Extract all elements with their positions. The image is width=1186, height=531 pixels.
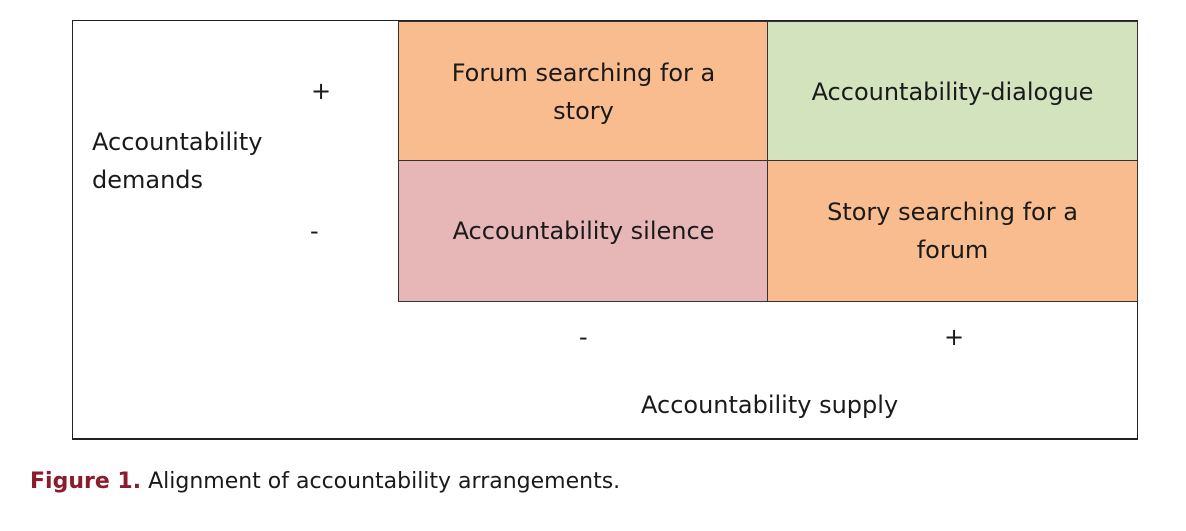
- x-axis-low-sign: -: [579, 323, 588, 351]
- cell-text: Accountability-dialogue: [811, 77, 1094, 106]
- y-axis-title: Accountability demands: [92, 123, 272, 199]
- x-axis-high-sign: +: [944, 323, 965, 351]
- y-axis-low-sign: -: [310, 217, 319, 245]
- cell-text: Accountability silence: [452, 217, 715, 245]
- cell-accountability-silence: Accountability silence: [398, 160, 769, 302]
- y-axis-high-sign: +: [311, 77, 332, 105]
- cell-forum-searching-for-story: Forum searching for a story: [398, 21, 769, 162]
- figure-caption-text: Alignment of accountability arrangements…: [148, 469, 621, 494]
- figure-label: Figure 1.: [30, 469, 142, 494]
- figure-caption: Figure 1. Alignment of accountability ar…: [30, 467, 620, 497]
- cell-text: Forum searching for a story: [451, 58, 716, 125]
- cell-text: Story searching for a forum: [827, 198, 1078, 264]
- cell-accountability-dialogue: Accountability-dialogue: [767, 21, 1138, 162]
- y-axis-title-text: Accountability demands: [92, 128, 263, 194]
- cell-story-searching-for-forum: Story searching for a forum: [767, 160, 1138, 302]
- x-axis-title: Accountability supply: [641, 391, 899, 419]
